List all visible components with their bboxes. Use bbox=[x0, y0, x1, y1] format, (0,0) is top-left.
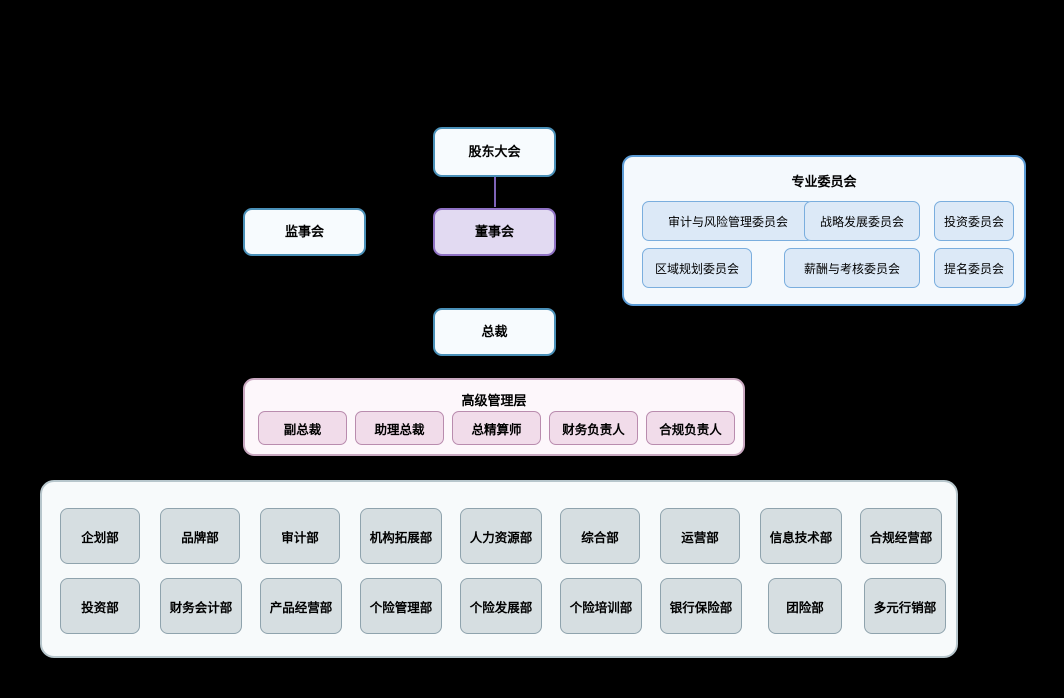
node-shareholders-meeting[interactable]: 股东大会 bbox=[433, 127, 556, 177]
senior-item-finance-officer[interactable]: 财务负责人 bbox=[549, 411, 638, 445]
dept-human-resources[interactable]: 人力资源部 bbox=[460, 508, 542, 564]
node-board-of-directors[interactable]: 董事会 bbox=[433, 208, 556, 256]
dept-operations[interactable]: 运营部 bbox=[660, 508, 740, 564]
dept-individual-insurance-development[interactable]: 个险发展部 bbox=[460, 578, 542, 634]
departments-panel: 企划部 品牌部 审计部 机构拓展部 人力资源部 综合部 运营部 信息技术部 合规… bbox=[40, 480, 958, 658]
dept-planning[interactable]: 企划部 bbox=[60, 508, 140, 564]
dept-financial-accounting[interactable]: 财务会计部 bbox=[160, 578, 242, 634]
senior-management-title: 高级管理层 bbox=[461, 393, 527, 408]
dept-audit[interactable]: 审计部 bbox=[260, 508, 340, 564]
senior-item-chief-actuary[interactable]: 总精算师 bbox=[452, 411, 541, 445]
committee-item-nomination[interactable]: 提名委员会 bbox=[934, 248, 1014, 288]
committee-item-regional-planning[interactable]: 区域规划委员会 bbox=[642, 248, 752, 288]
node-supervisory-board[interactable]: 监事会 bbox=[243, 208, 366, 256]
committee-item-compensation-assessment[interactable]: 薪酬与考核委员会 bbox=[784, 248, 920, 288]
dept-group-insurance[interactable]: 团险部 bbox=[768, 578, 842, 634]
committee-item-strategy[interactable]: 战略发展委员会 bbox=[804, 201, 920, 241]
committee-panel-title: 专业委员会 bbox=[791, 174, 857, 189]
dept-information-technology[interactable]: 信息技术部 bbox=[760, 508, 842, 564]
dept-compliance-management[interactable]: 合规经营部 bbox=[860, 508, 942, 564]
committee-item-investment[interactable]: 投资委员会 bbox=[934, 201, 1014, 241]
dept-branch-expansion[interactable]: 机构拓展部 bbox=[360, 508, 442, 564]
senior-item-assistant-president[interactable]: 助理总裁 bbox=[355, 411, 444, 445]
node-president[interactable]: 总裁 bbox=[433, 308, 556, 356]
committee-panel: 专业委员会 审计与风险管理委员会 战略发展委员会 投资委员会 区域规划委员会 薪… bbox=[622, 155, 1026, 306]
dept-brand[interactable]: 品牌部 bbox=[160, 508, 240, 564]
dept-individual-insurance-management[interactable]: 个险管理部 bbox=[360, 578, 442, 634]
committee-item-audit-risk[interactable]: 审计与风险管理委员会 bbox=[642, 201, 814, 241]
connector-senior-management-to-departments bbox=[494, 456, 496, 480]
dept-bancassurance[interactable]: 银行保险部 bbox=[660, 578, 742, 634]
senior-management-panel: 高级管理层 副总裁 助理总裁 总精算师 财务负责人 合规负责人 bbox=[243, 378, 745, 456]
connector-board-to-president bbox=[494, 257, 496, 308]
connector-president-to-senior-management bbox=[494, 356, 496, 378]
dept-product-management[interactable]: 产品经营部 bbox=[260, 578, 342, 634]
dept-general-affairs[interactable]: 综合部 bbox=[560, 508, 640, 564]
dept-diversified-marketing[interactable]: 多元行销部 bbox=[864, 578, 946, 634]
dept-individual-insurance-training[interactable]: 个险培训部 bbox=[560, 578, 642, 634]
senior-item-vice-president[interactable]: 副总裁 bbox=[258, 411, 347, 445]
connector-shareholders-to-board bbox=[494, 177, 496, 207]
dept-investment[interactable]: 投资部 bbox=[60, 578, 140, 634]
senior-item-compliance-officer[interactable]: 合规负责人 bbox=[646, 411, 735, 445]
